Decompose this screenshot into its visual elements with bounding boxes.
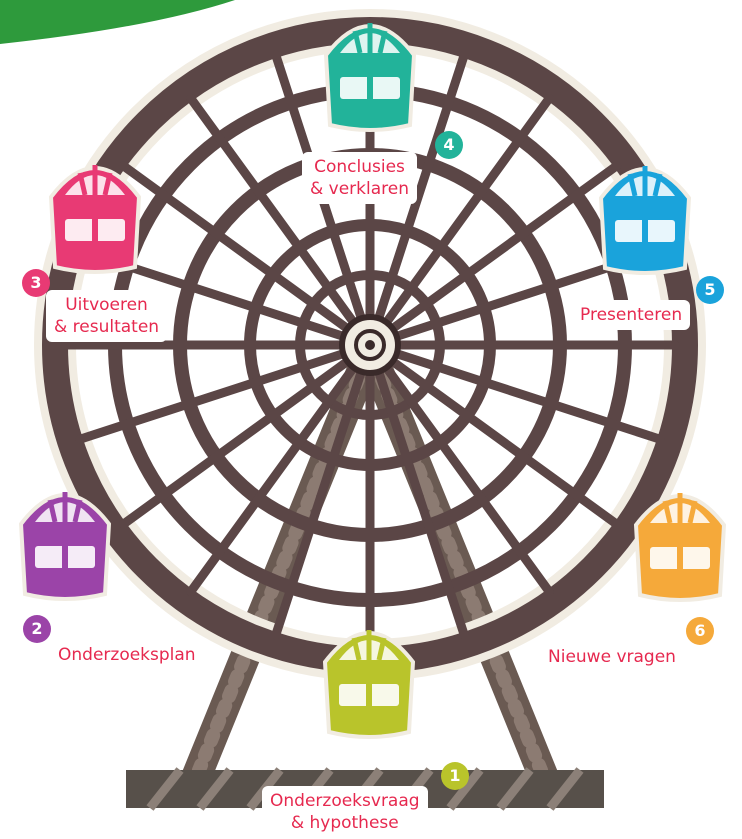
step-2-badge: 2 [23,615,51,643]
step-3-badge: 3 [22,269,50,297]
step-5-line1: Presenteren [580,304,682,326]
gondola-step-3 [51,165,139,272]
step-3-label: Uitvoeren & resultaten [46,290,167,342]
step-6-badge: 6 [686,617,714,645]
step-5-badge: 5 [696,276,724,304]
step-2-label: Onderzoeksplan [50,640,204,670]
step-1-label: Onderzoeksvraag & hypothese [262,786,428,838]
gondola-step-5 [601,166,689,273]
gondola-step-2 [21,492,109,599]
step-2-line1: Onderzoeksplan [58,644,196,666]
step-6-line1: Nieuwe vragen [548,646,676,668]
step-6-label: Nieuwe vragen [540,642,684,672]
step-4-badge: 4 [435,131,463,159]
wheel-hub [342,317,398,373]
step-3-line1: Uitvoeren [54,294,159,316]
gondola-step-1 [325,630,413,737]
top-swoosh [0,0,235,44]
step-4-line1: Conclusies [310,156,409,178]
gondola-step-4 [326,23,414,130]
step-5-label: Presenteren [572,300,690,330]
step-3-line2: & resultaten [54,316,159,338]
step-4-label: Conclusies & verklaren [302,152,417,204]
step-4-line2: & verklaren [310,178,409,200]
step-1-badge: 1 [441,762,469,790]
step-1-line2: & hypothese [270,812,420,834]
gondola-step-6 [636,493,724,600]
step-1-line1: Onderzoeksvraag [270,790,420,812]
